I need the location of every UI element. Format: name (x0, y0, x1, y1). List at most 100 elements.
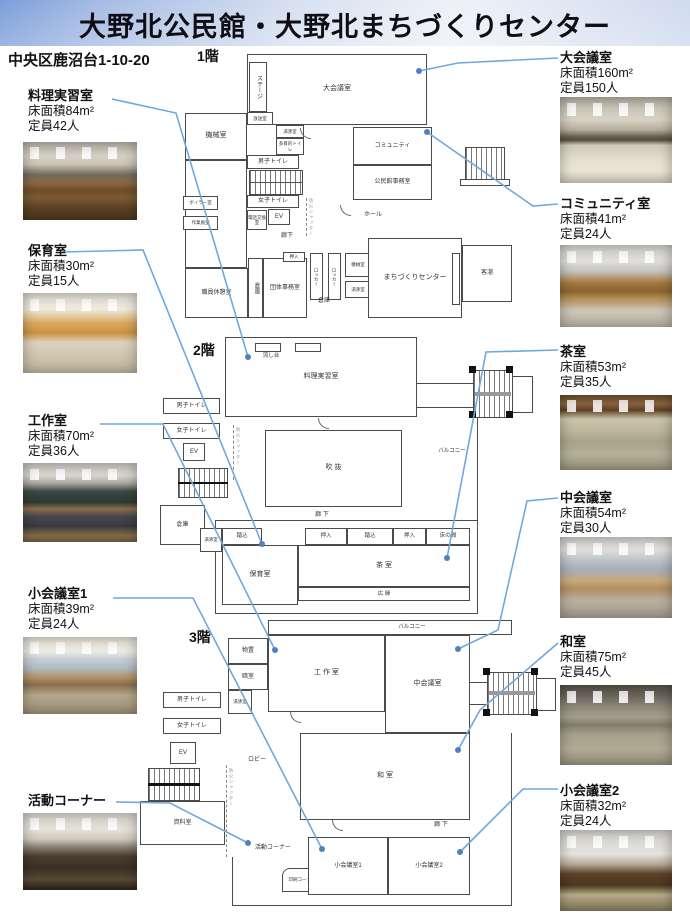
photo-tea-room (560, 395, 672, 470)
room-office: 公民館事務室 (353, 165, 432, 200)
annotation-area: 床面積41m² (560, 211, 626, 226)
photo-medium-meeting (560, 537, 672, 618)
room-washitsu: 和 室 (300, 733, 470, 820)
floor-label-3f: 3階 (189, 629, 211, 645)
external-stairs-1f (465, 147, 505, 180)
outer-wall-right (511, 733, 512, 906)
stair-ext-wall (537, 710, 555, 711)
annotation-capacity: 定員24人 (560, 814, 612, 829)
title-banner: 大野北公民館・大野北まちづくりセンター (0, 0, 690, 46)
bridge-wall (470, 704, 487, 705)
stair-base (460, 179, 510, 186)
room-nursery: 保育室 (222, 545, 298, 605)
room-yuwakashi: 湯沸室 (228, 690, 252, 714)
room-tea: 茶 室 (298, 545, 470, 587)
door-arc (290, 712, 301, 723)
stair-ext-wall (513, 412, 533, 413)
leader-small2 (459, 788, 558, 853)
bridge-wall (417, 383, 473, 384)
door-arc (318, 418, 329, 429)
room-oshiire-a: 押入 (305, 528, 347, 545)
stair-post (469, 366, 476, 373)
annotation-small-meeting-2: 小会議室2 床面積32m² 定員24人 (560, 783, 626, 829)
stair-post (483, 709, 490, 716)
annotation-capacity: 定員15人 (28, 274, 80, 289)
room-storage-a: 倉庫 (248, 258, 263, 318)
photo-small-meeting-1 (23, 637, 137, 714)
outer-wall-bottom (232, 905, 512, 906)
stair-post (469, 411, 476, 418)
room-elevator: EV (268, 209, 290, 225)
room-left-wing (185, 160, 247, 268)
room-corridor: 廊 下 (434, 821, 448, 828)
room-hall: ホール (363, 211, 382, 218)
annotation-capacity: 定員24人 (28, 617, 80, 632)
room-mens-toilet: 男子トイレ (247, 155, 299, 169)
floor-label-1f: 1階 (197, 48, 219, 64)
room-small-meeting-1: 小会議室1 (308, 837, 388, 895)
room-tokonoma: 床の間 (426, 528, 470, 545)
photo-small-meeting-2 (560, 830, 672, 911)
annotation-community: コミュニティ室 床面積41m² 定員24人 (560, 196, 650, 242)
room-yuwakashi-small: 湯沸室 (345, 281, 371, 298)
annotation-area: 床面積70m² (28, 428, 94, 443)
room-broadcast: 放送室 (247, 112, 273, 125)
annotation-area: 床面積30m² (28, 258, 94, 273)
room-yuwakashi: 湯沸室 (200, 528, 222, 552)
room-worker: 作業員室 (183, 216, 218, 230)
annotation-area: 床面積53m² (560, 359, 626, 374)
photo-craft-room (23, 463, 137, 542)
room-darkroom: 暗室 (228, 664, 268, 690)
annotation-medium: 中会議室 床面積54m² 定員30人 (560, 490, 626, 536)
room-sink-label: 流し台 (262, 353, 280, 360)
stair-ext-wall (513, 376, 533, 377)
room-machine-small: 機械室 (345, 253, 371, 277)
annotation-area: 床面積75m² (560, 649, 626, 664)
annotation-capacity: 定員36人 (28, 444, 80, 459)
page-title: 大野北公民館・大野北まちづくりセンター (79, 12, 611, 42)
stair-landing (475, 392, 511, 396)
room-machizukuri-center: まちづくりセンター (368, 238, 462, 318)
room-womens-toilet: 女子トイレ (247, 195, 299, 208)
room-medium-meeting: 中会議室 (385, 635, 470, 733)
room-storage: 倉庫 (160, 505, 205, 545)
annotation-nursery: 保育室 床面積30m² 定員15人 (28, 243, 94, 289)
room-womens-toilet: 女子トイレ (163, 718, 221, 734)
room-locker-a: ロッカー (310, 253, 323, 300)
room-large-meeting: 大会議室 (247, 54, 427, 125)
stair-post (506, 411, 513, 418)
room-lobby: ロビー (247, 756, 266, 763)
sink-counter (295, 343, 321, 352)
annotation-capacity: 定員30人 (560, 521, 612, 536)
annotation-title: 活動コーナー (28, 793, 107, 808)
leader-bighall (418, 57, 559, 72)
annotation-area: 床面積160m² (560, 65, 633, 80)
fire-shutter-line (226, 765, 227, 857)
room-activity: 活動コーナー (254, 844, 291, 851)
stair-rail (249, 182, 303, 183)
annotation-capacity: 定員24人 (560, 227, 612, 242)
room-group-office: 団体事務室 (263, 258, 307, 318)
sink-counter (255, 343, 281, 352)
room-fumikomi-b: 踏込 (347, 528, 393, 545)
floor-label-2f: 2階 (193, 342, 215, 358)
fire-shutter-label: 防火シャッター (229, 768, 234, 807)
annotation-area: 床面積39m² (28, 601, 94, 616)
room-kyakudamari: 客溜 (462, 245, 512, 302)
annotation-bighall: 大会議室 床面積160m² 定員150人 (560, 50, 633, 96)
annotation-title: 中会議室 (560, 490, 613, 505)
room-balcony: バルコニー (438, 448, 466, 455)
photo-activity-corner (23, 813, 137, 890)
room-mens-toilet: 男子トイレ (163, 398, 220, 414)
annotation-title: 工作室 (28, 413, 68, 428)
bridge-wall (417, 407, 473, 408)
door-arc (340, 205, 351, 216)
photo-community-room (560, 245, 672, 327)
photo-large-meeting (560, 97, 672, 183)
stair-ext-wall (537, 678, 555, 679)
room-craft: 工 作 室 (268, 635, 385, 712)
room-corridor: 廊 下 (315, 511, 329, 518)
annotation-activity: 活動コーナー (28, 793, 106, 809)
stair-rail (148, 783, 200, 786)
